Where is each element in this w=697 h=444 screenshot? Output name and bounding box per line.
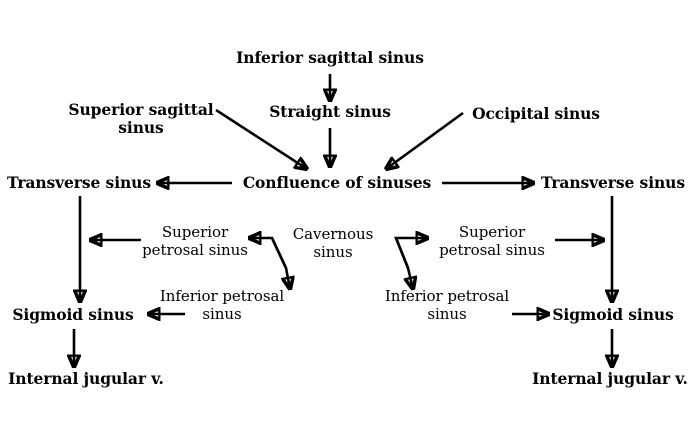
node-internal-jugular-vein-left: Internal jugular v. [8, 369, 164, 388]
node-confluence-of-sinuses: Confluence of sinuses [242, 173, 432, 192]
arrow-cavernous-to-inferior-petrosal-right [394, 237, 413, 289]
node-sigmoid-sinus-left: Sigmoid sinus [12, 305, 134, 324]
node-straight-sinus: Straight sinus [269, 102, 391, 121]
node-cavernous-sinus: Cavernous sinus [292, 225, 374, 261]
node-inferior-sagittal-sinus: Inferior sagittal sinus [236, 48, 424, 67]
node-internal-jugular-vein-right: Internal jugular v. [532, 369, 688, 388]
node-occipital-sinus: Occipital sinus [472, 104, 600, 123]
node-superior-sagittal-sinus: Superior sagittal sinus [68, 100, 214, 138]
node-sigmoid-sinus-right: Sigmoid sinus [552, 305, 674, 324]
node-transverse-sinus-right: Transverse sinus [541, 173, 685, 192]
node-superior-petrosal-sinus-right: Superior petrosal sinus [439, 223, 545, 259]
node-superior-petrosal-sinus-left: Superior petrosal sinus [142, 223, 248, 259]
node-inferior-petrosal-sinus-left: Inferior petrosal sinus [159, 287, 285, 323]
node-transverse-sinus-left: Transverse sinus [7, 173, 151, 192]
node-inferior-petrosal-sinus-right: Inferior petrosal sinus [384, 287, 510, 323]
